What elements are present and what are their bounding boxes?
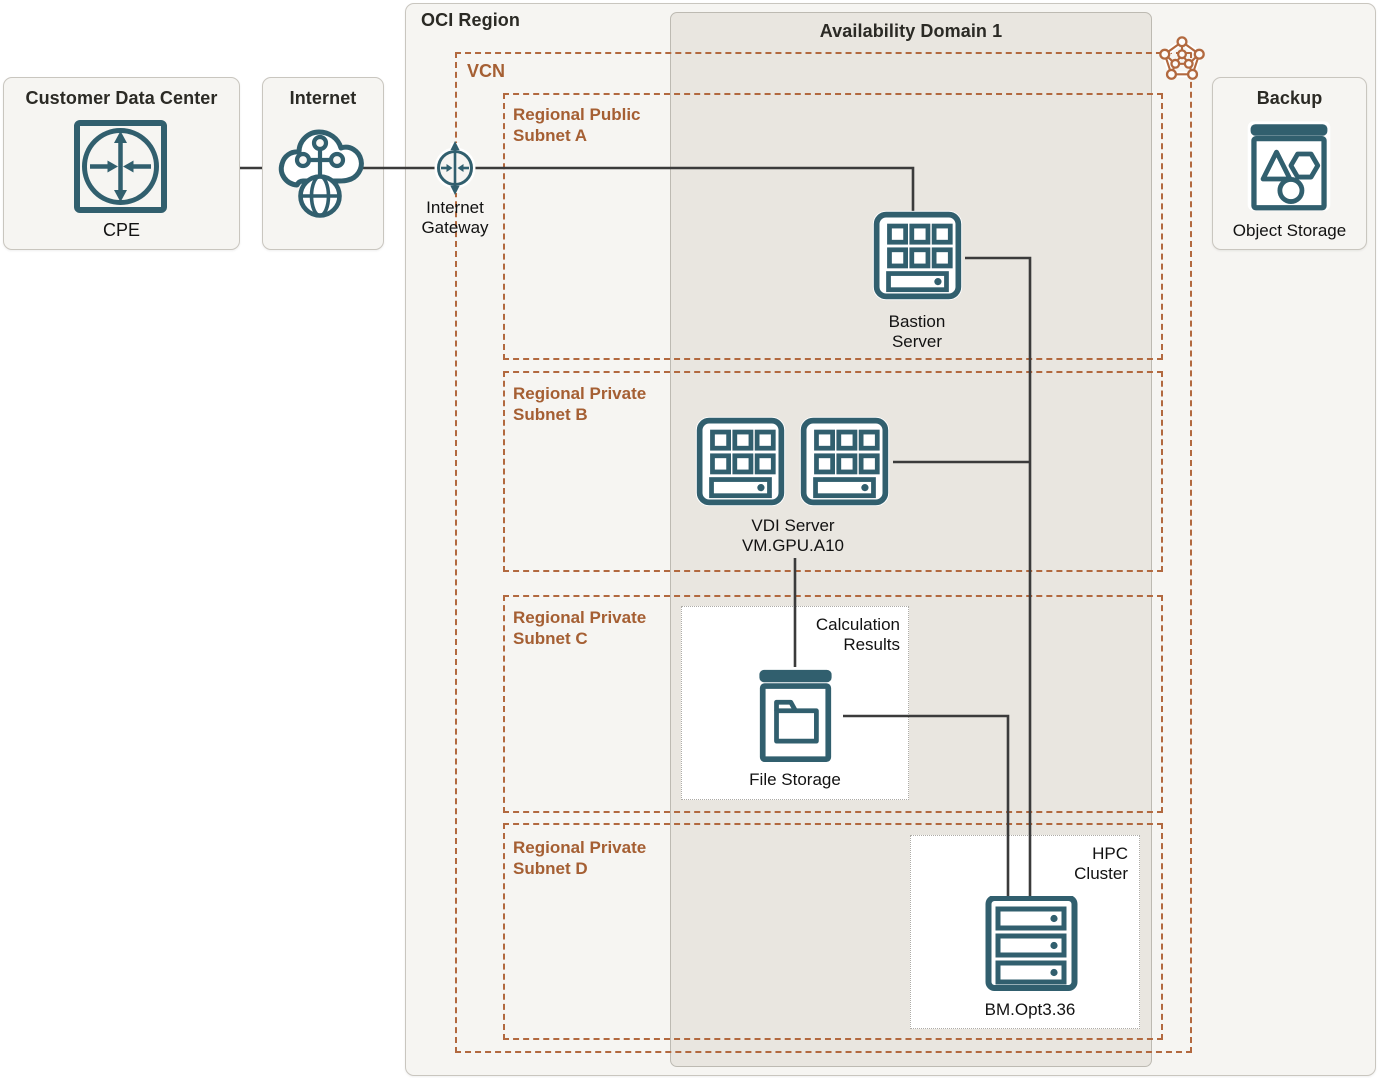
bastion-server-icon bbox=[872, 210, 963, 301]
vdi-server-icon-1 bbox=[695, 416, 786, 507]
availability-domain-title: Availability Domain 1 bbox=[819, 21, 1003, 41]
internet-title: Internet bbox=[289, 88, 357, 108]
subnet-a-label: Regional Public Subnet A bbox=[513, 105, 641, 145]
vcn-boundary bbox=[455, 52, 1192, 1053]
subnet-c-label: Regional Private Subnet C bbox=[513, 608, 647, 648]
subnet-b-label: Regional Private Subnet B bbox=[513, 384, 647, 424]
calculation-results-annotation: Calculation Results bbox=[815, 615, 900, 654]
bastion-server-label: Bastion Server bbox=[888, 312, 946, 351]
object-storage-label: Object Storage bbox=[1232, 221, 1347, 240]
vdi-server-label: VDI Server VM.GPU.A10 bbox=[741, 516, 845, 555]
vdi-server-icon-2 bbox=[799, 416, 890, 507]
cpe-icon bbox=[74, 120, 167, 213]
internet-gateway-icon bbox=[434, 141, 476, 195]
subnet-a-boundary bbox=[503, 93, 1163, 360]
vcn-title: VCN bbox=[467, 61, 506, 81]
file-storage-icon bbox=[756, 667, 835, 763]
subnet-c-boundary bbox=[503, 595, 1163, 813]
internet-cloud-icon bbox=[278, 129, 364, 218]
hpc-cluster-title: HPC Cluster bbox=[1074, 844, 1128, 883]
backup-title: Backup bbox=[1256, 88, 1323, 108]
vcn-network-icon bbox=[1159, 36, 1205, 80]
file-storage-label: File Storage bbox=[749, 770, 841, 789]
oci-region-title: OCI Region bbox=[421, 10, 520, 30]
subnet-b-boundary bbox=[503, 371, 1163, 572]
cpe-label: CPE bbox=[102, 220, 140, 240]
hpc-server-icon bbox=[985, 896, 1078, 991]
customer-data-center-title: Customer Data Center bbox=[25, 88, 218, 108]
subnet-d-label: Regional Private Subnet D bbox=[513, 838, 647, 878]
bm-shape-label: BM.Opt3.36 bbox=[984, 1000, 1076, 1019]
object-storage-icon bbox=[1247, 121, 1331, 211]
internet-gateway-label: Internet Gateway bbox=[421, 198, 489, 237]
subnet-d-boundary bbox=[503, 823, 1163, 1040]
